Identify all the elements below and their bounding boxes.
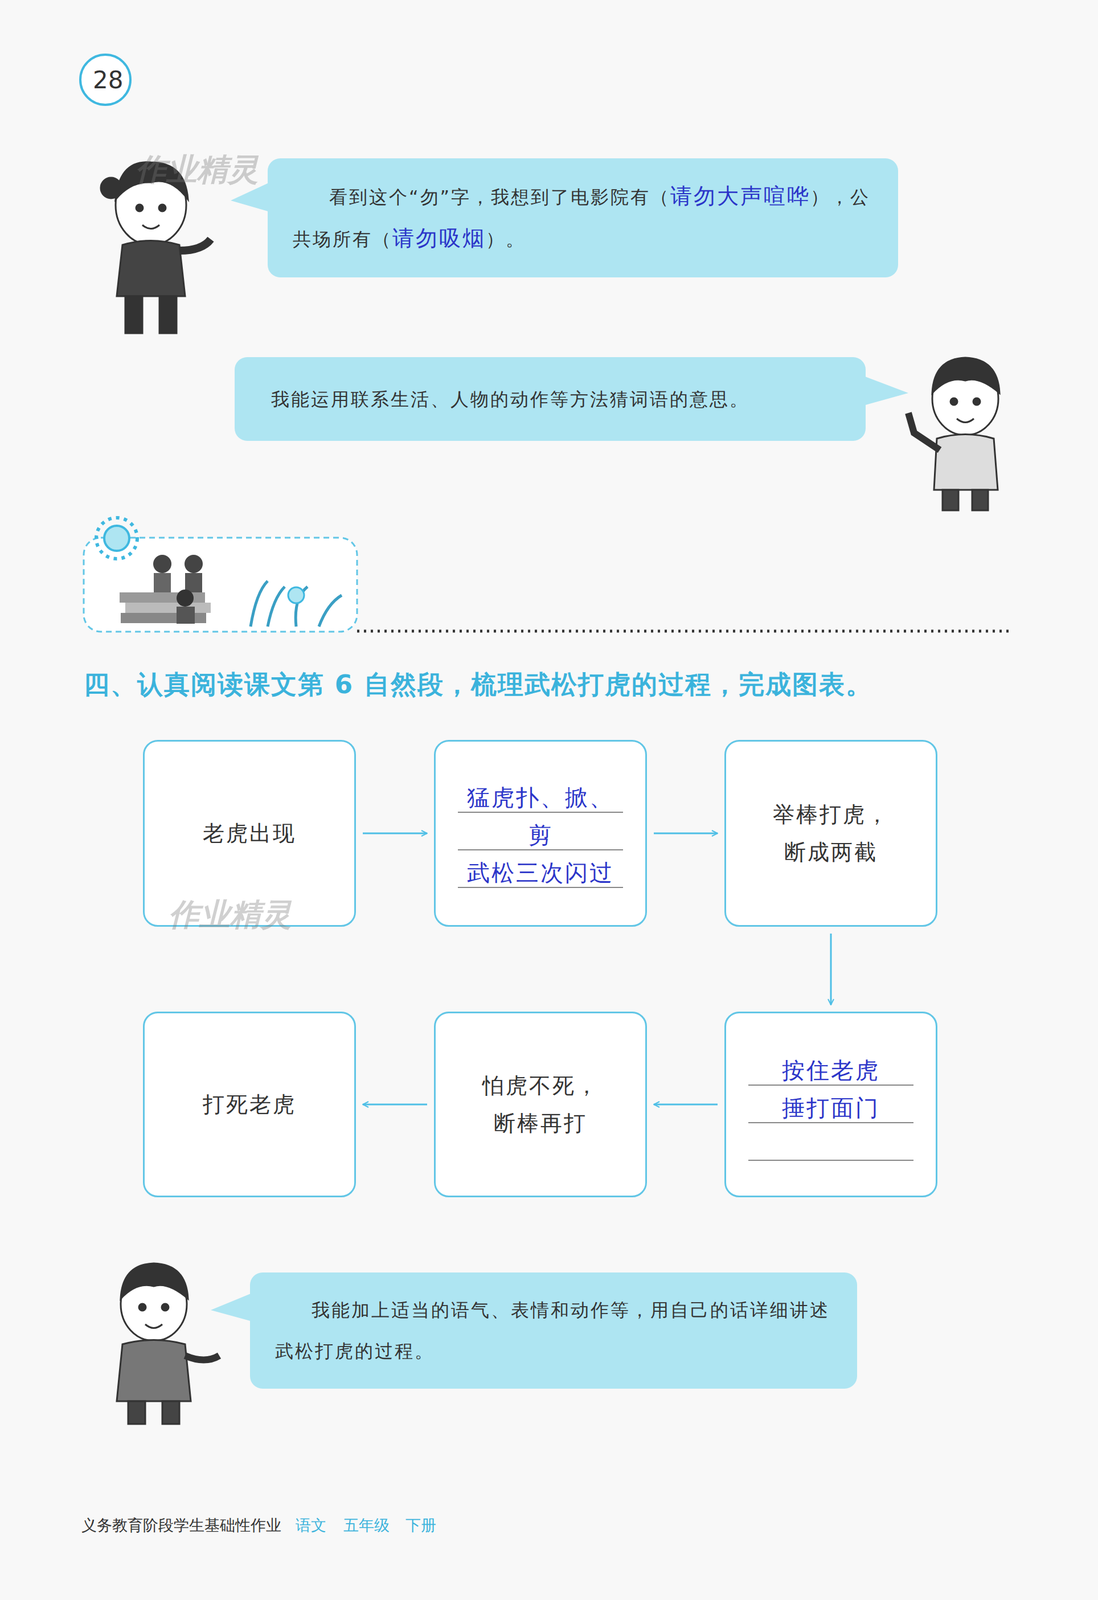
box-text: 举棒打虎， 断成两截: [745, 795, 917, 871]
watermark: 作业精灵: [135, 149, 259, 191]
speech-bubble: 我能运用联系生活、人物的动作等方法猜词语的意思。: [234, 357, 866, 441]
bubble-tail: [210, 1292, 253, 1322]
footer-text: 下册: [405, 1514, 437, 1536]
handwritten-answer: 猛虎扑、掀、剪 武松三次闪过: [457, 775, 624, 892]
section-heading: 四、认真阅读课文第 6 自然段，梳理武松打虎的过程，完成图表。: [83, 667, 873, 702]
bubble-text: 我能加上适当的语气、表情和动作等，用自己的话详细讲述武松打虎的过程。: [275, 1289, 833, 1372]
box-text: 我能加上适当的语气、表情和动作等，用自己的话详细讲述武松打虎的过程。: [275, 1299, 830, 1362]
box-text: 看到这个“勿”字，我想到了电影院有（: [329, 186, 671, 208]
handwritten-answer: 按住老虎 捶打面门: [748, 1047, 914, 1161]
dotted-divider: [357, 629, 1012, 633]
flow-arrow: [653, 1103, 718, 1106]
flow-arrow: [830, 933, 833, 1005]
process-box: 举棒打虎， 断成两截: [724, 739, 938, 927]
bubble-tail: [863, 375, 909, 406]
boy-figure: [908, 357, 1000, 511]
handwritten-answer: 请勿大声喧哗: [670, 183, 811, 209]
boy-figure: [116, 1263, 220, 1424]
box-text: ）。: [485, 228, 526, 251]
box-text: 打死老虎: [164, 1085, 335, 1124]
box-text: 怕虎不死， 断棒再打: [455, 1066, 626, 1142]
speech-bubble: 我能加上适当的语气、表情和动作等，用自己的话详细讲述武松打虎的过程。: [250, 1272, 858, 1389]
box-text: 我能运用联系生活、人物的动作等方法猜词语的意思。: [271, 388, 750, 411]
footer-text: 义务教育阶段学生基础性作业: [81, 1514, 282, 1536]
bubble-text: 看到这个“勿”字，我想到了电影院有（请勿大声喧哗），公共场所有（请勿吸烟）。: [292, 175, 874, 260]
watermark: 作业精灵: [168, 894, 292, 936]
process-box: 按住老虎 捶打面门: [724, 1011, 938, 1198]
footer-text: 语文: [295, 1514, 327, 1536]
girl-figure: [100, 162, 211, 334]
box-text: 老虎出现: [164, 814, 335, 852]
flow-arrow: [362, 1103, 428, 1106]
bubble-text: 我能运用联系生活、人物的动作等方法猜词语的意思。: [259, 378, 750, 420]
flow-arrow: [653, 832, 718, 835]
process-box: 打死老虎: [142, 1011, 356, 1198]
page-number: 28: [92, 66, 118, 94]
process-box: 怕虎不死， 断棒再打: [433, 1011, 647, 1198]
process-box: 猛虎扑、掀、剪 武松三次闪过: [433, 739, 647, 927]
handwritten-answer: 请勿吸烟: [392, 225, 486, 251]
flow-arrow: [362, 832, 428, 835]
speech-bubble: 看到这个“勿”字，我想到了电影院有（请勿大声喧哗），公共场所有（请勿吸烟）。: [267, 158, 899, 278]
page-number-ring: [80, 54, 131, 105]
footer-text: 五年级: [343, 1514, 390, 1536]
reading-section-icon: [83, 517, 358, 632]
box-text: ），: [810, 186, 851, 208]
